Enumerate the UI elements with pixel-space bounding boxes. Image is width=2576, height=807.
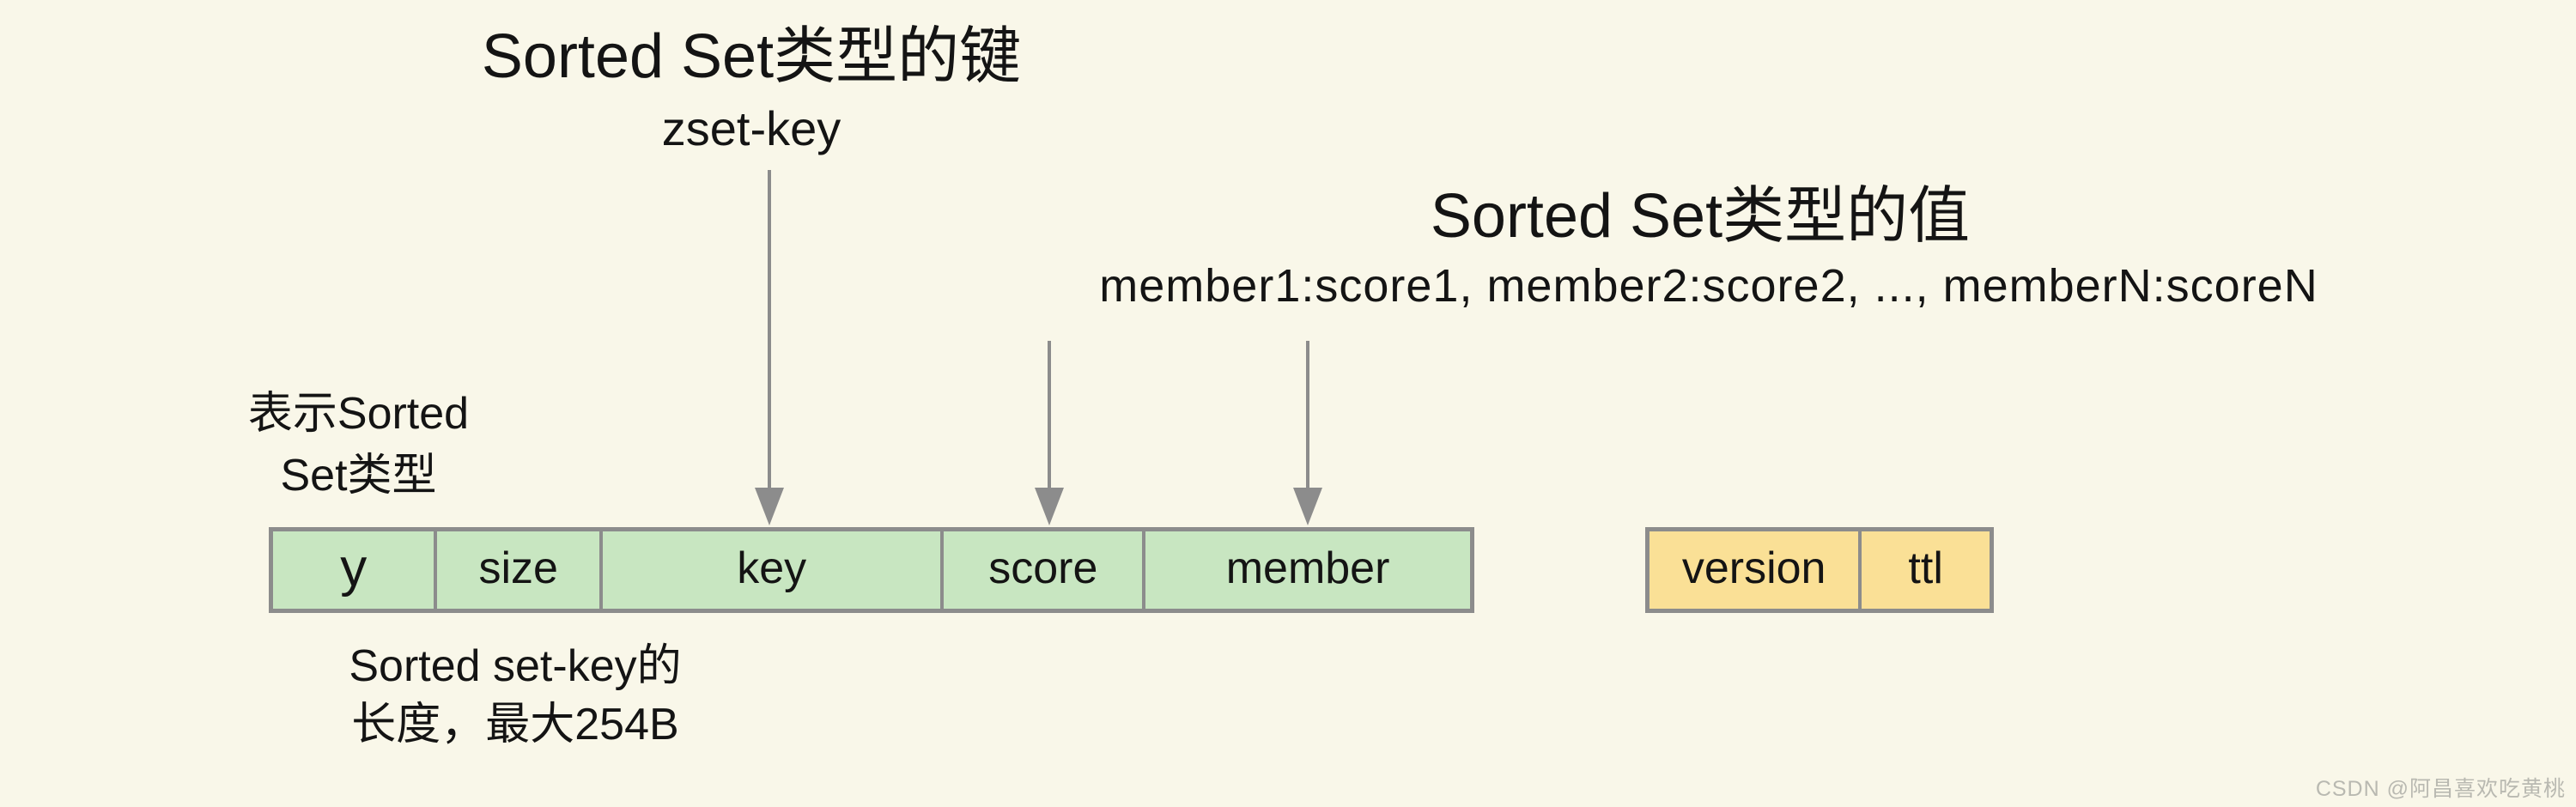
cell-size-label: size	[478, 543, 558, 593]
key-arrow-line	[768, 170, 771, 489]
score-arrow-line	[1048, 341, 1051, 489]
cell-member-label: member	[1225, 543, 1390, 593]
sorted-set-value-title: Sorted Set类型的值	[1430, 182, 1971, 251]
key-length-annotation-line1: Sorted set-key的	[349, 641, 682, 691]
sorted-set-key-title: Sorted Set类型的键	[481, 22, 1022, 91]
cell-version: version	[1649, 531, 1858, 609]
key-length-annotation: Sorted set-key的 长度，最大254B	[301, 637, 730, 754]
cell-key-label: key	[737, 543, 807, 593]
key-arrow-head	[755, 488, 784, 525]
type-flag-annotation-line1: 表示Sorted	[247, 389, 470, 439]
member-arrow-line	[1306, 341, 1309, 489]
member-score-list-label: member1:score1, member2:score2, ..., mem…	[1099, 260, 2318, 312]
member-arrow-head	[1293, 488, 1322, 525]
cell-type-flag: y	[273, 531, 434, 609]
key-length-annotation-line2: 长度，最大254B	[351, 700, 679, 749]
cell-type-flag-label: y	[340, 538, 368, 598]
cell-size: size	[434, 531, 598, 609]
cell-key: key	[598, 531, 941, 609]
score-arrow-head	[1035, 488, 1064, 525]
cell-ttl: ttl	[1858, 531, 1990, 609]
cell-version-label: version	[1681, 543, 1826, 593]
cell-score-label: score	[988, 543, 1098, 593]
type-flag-annotation: 表示Sorted Set类型	[206, 383, 511, 507]
record-structure-table: y size key score member	[269, 527, 1474, 613]
metadata-table: version ttl	[1645, 527, 1994, 613]
cell-score: score	[940, 531, 1142, 609]
csdn-watermark: CSDN @阿昌喜欢吃黄桃	[2315, 777, 2566, 801]
zset-key-label: zset-key	[661, 101, 841, 155]
cell-ttl-label: ttl	[1908, 543, 1943, 593]
type-flag-annotation-line2: Set类型	[280, 451, 437, 501]
cell-member: member	[1142, 531, 1470, 609]
